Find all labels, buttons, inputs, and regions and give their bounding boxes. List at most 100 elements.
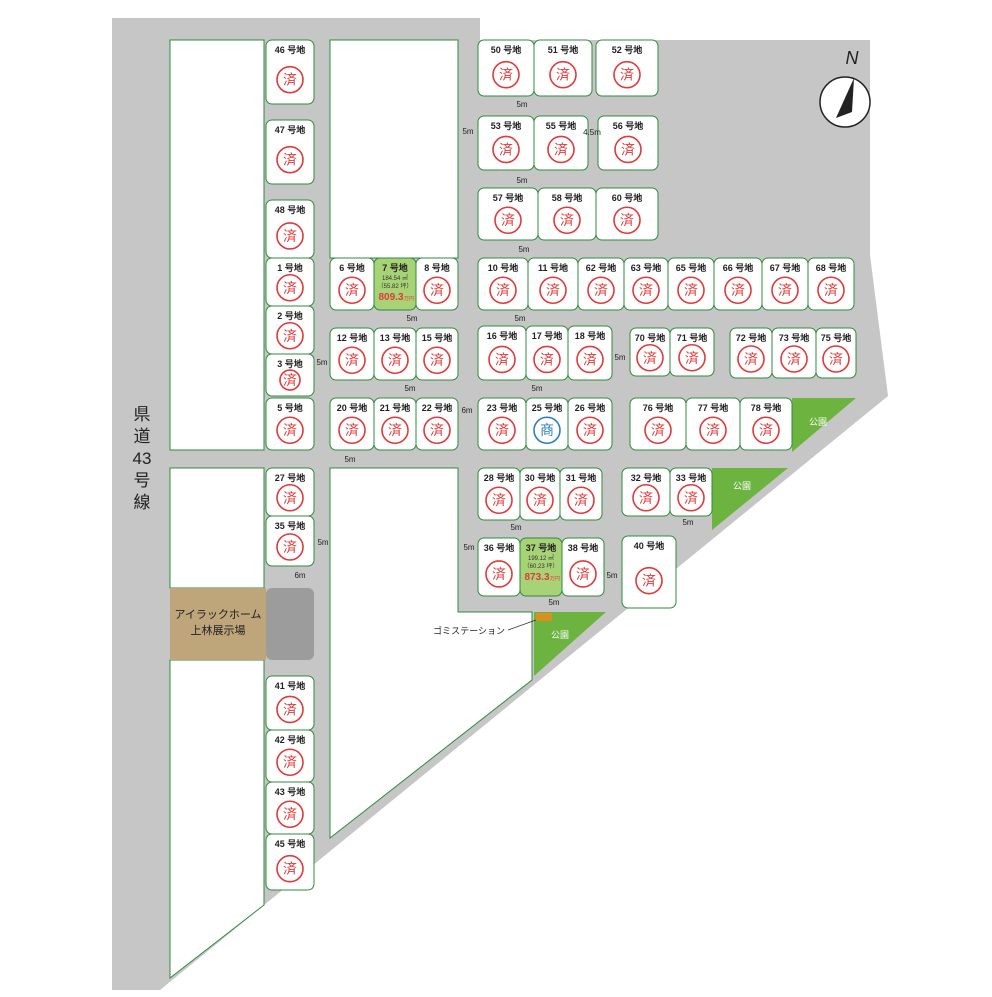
lot-16[interactable]: 16 号地済	[477, 325, 527, 381]
lot-62[interactable]: 62 号地済	[577, 257, 625, 311]
sold-stamp-icon	[822, 345, 850, 373]
sold-stamp-icon	[489, 276, 517, 305]
sold-stamp-icon	[492, 135, 520, 164]
sold-stamp-icon	[780, 345, 808, 373]
lot-31[interactable]: 31 号地済	[559, 467, 603, 521]
lot-20[interactable]: 20 号地済	[329, 397, 375, 451]
lot-58[interactable]: 58 号地済	[537, 187, 597, 241]
lot-label: 53 号地	[491, 120, 522, 131]
sold-stamp-icon	[381, 416, 409, 445]
lot-47[interactable]: 47 号地済	[265, 119, 315, 185]
stamp-mark: 済	[540, 351, 554, 367]
stamp-mark: 済	[778, 282, 792, 298]
stamp-mark: 済	[283, 372, 297, 388]
lot-77[interactable]: 77 号地済	[685, 397, 741, 451]
lot-13[interactable]: 13 号地済	[373, 327, 417, 381]
lot-23[interactable]: 23 号地済	[477, 397, 527, 451]
lot-5[interactable]: 5 号地済	[265, 397, 315, 451]
lot-price-unit: 万円	[550, 576, 560, 582]
lot-label: 30 号地	[525, 472, 556, 483]
block-center-north	[329, 39, 459, 259]
sold-stamp-icon	[494, 206, 522, 235]
lot-57[interactable]: 57 号地済	[477, 187, 539, 241]
lot-45[interactable]: 45 号地済	[265, 833, 315, 891]
lot-46[interactable]: 46 号地済	[265, 39, 315, 105]
lot-73[interactable]: 73 号地済	[771, 327, 817, 379]
north-pointer-icon	[836, 78, 854, 118]
lot-label: 37 号地	[526, 542, 557, 553]
lot-51[interactable]: 51 号地済	[533, 39, 593, 97]
lot-label: 15 号地	[422, 332, 453, 343]
lot-label: 55 号地	[546, 120, 577, 131]
lot-67[interactable]: 67 号地済	[761, 257, 809, 311]
lot-40[interactable]: 40 号地済	[621, 535, 677, 609]
sold-stamp-icon	[276, 533, 304, 561]
lot-50[interactable]: 50 号地済	[477, 39, 535, 97]
lot-42[interactable]: 42 号地済	[265, 729, 315, 783]
sold-stamp-icon	[677, 276, 705, 305]
lot-27[interactable]: 27 号地済	[265, 467, 315, 517]
lot-8[interactable]: 8 号地済	[415, 257, 459, 311]
lot-63[interactable]: 63 号地済	[623, 257, 669, 311]
lot-label: 41 号地	[275, 680, 306, 691]
road-width-label: 5m	[463, 543, 474, 552]
lot-53[interactable]: 53 号地済	[477, 115, 535, 171]
lot-68[interactable]: 68 号地済	[807, 257, 855, 311]
lot-72[interactable]: 72 号地済	[729, 327, 773, 379]
park-middle	[712, 468, 788, 530]
lot-25[interactable]: 25 号地商	[525, 397, 569, 451]
lot-56[interactable]: 56 号地済	[597, 115, 659, 171]
lot-48[interactable]: 48 号地済	[265, 199, 315, 259]
lot-71[interactable]: 71 号地済	[669, 327, 715, 377]
lot-26[interactable]: 26 号地済	[567, 397, 613, 451]
lot-22[interactable]: 22 号地済	[415, 397, 459, 451]
stamp-mark: 済	[639, 490, 653, 506]
lot-15[interactable]: 15 号地済	[415, 327, 459, 381]
lot-65[interactable]: 65 号地済	[667, 257, 715, 311]
lot-label: 77 号地	[698, 402, 729, 413]
lot-2[interactable]: 2 号地済	[265, 305, 315, 355]
lot-36[interactable]: 36 号地済	[477, 537, 521, 597]
lot-label: 56 号地	[613, 120, 644, 131]
sold-stamp-icon	[632, 276, 660, 305]
lot-38[interactable]: 38 号地済	[561, 537, 605, 597]
lot-41[interactable]: 41 号地済	[265, 675, 315, 731]
sold-stamp-icon	[644, 416, 672, 445]
lot-label: 27 号地	[275, 472, 306, 483]
lot-12[interactable]: 12 号地済	[329, 327, 375, 381]
lot-60[interactable]: 60 号地済	[595, 187, 659, 241]
stamp-mark: 済	[283, 806, 297, 822]
lot-11[interactable]: 11 号地済	[527, 257, 579, 311]
lot-66[interactable]: 66 号地済	[713, 257, 763, 311]
lot-18[interactable]: 18 号地済	[567, 325, 613, 381]
lot-78[interactable]: 78 号地済	[739, 397, 793, 451]
lot-28[interactable]: 28 号地済	[477, 467, 521, 521]
lot-33[interactable]: 33 号地済	[669, 467, 713, 517]
sold-stamp-icon	[632, 483, 660, 512]
lot-43[interactable]: 43 号地済	[265, 781, 315, 835]
lot-17[interactable]: 17 号地済	[525, 325, 569, 381]
showroom-name: アイラックホーム	[174, 608, 261, 621]
lot-32[interactable]: 32 号地済	[621, 467, 671, 517]
lot-70[interactable]: 70 号地済	[629, 327, 671, 377]
lot-21[interactable]: 21 号地済	[373, 397, 417, 451]
lot-10[interactable]: 10 号地済	[477, 257, 529, 311]
lot-label: 32 号地	[631, 472, 662, 483]
lot-76[interactable]: 76 号地済	[629, 397, 687, 451]
lot-30[interactable]: 30 号地済	[519, 467, 561, 521]
stamp-mark: 済	[496, 282, 510, 298]
lot-6[interactable]: 6 号地済	[329, 257, 375, 311]
lot-3[interactable]: 3 号地済	[265, 353, 315, 397]
sold-stamp-icon	[569, 560, 597, 588]
sold-stamp-icon	[752, 416, 780, 445]
lot-35[interactable]: 35 号地済	[265, 515, 315, 567]
lot-52[interactable]: 52 号地済	[595, 39, 659, 97]
lot-75[interactable]: 75 号地済	[815, 327, 857, 379]
lot-1[interactable]: 1 号地済	[265, 257, 315, 307]
road-width-label: 5m	[316, 358, 327, 367]
road-width-label: 5m	[516, 100, 527, 109]
lot-55[interactable]: 55 号地済	[533, 115, 589, 171]
garbage-station: ゴミステーション	[433, 613, 552, 636]
